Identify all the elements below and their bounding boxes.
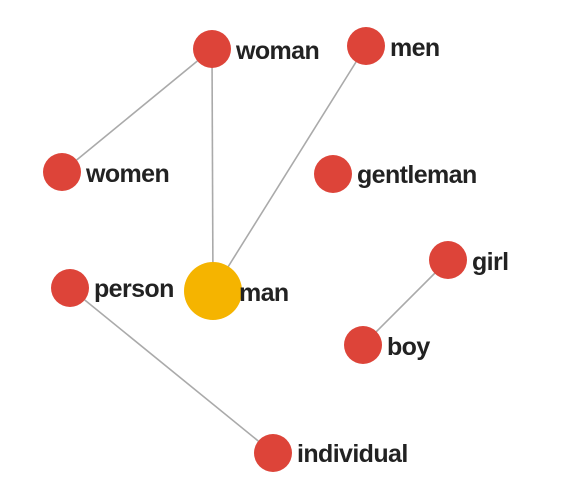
node-circle-woman[interactable] — [193, 30, 231, 68]
node-label-boy: boy — [387, 333, 430, 361]
node-individual[interactable]: individual — [254, 434, 408, 472]
edge-woman-man — [211, 48, 214, 292]
node-women[interactable]: women — [43, 153, 170, 191]
node-person[interactable]: person — [51, 269, 174, 307]
node-label-men: men — [390, 34, 440, 62]
node-label-gentleman: gentleman — [357, 161, 477, 189]
node-boy[interactable]: boy — [344, 326, 431, 364]
node-label-person: person — [94, 275, 174, 303]
node-label-individual: individual — [297, 440, 408, 468]
node-gentleman[interactable]: gentleman — [314, 155, 477, 193]
node-label-woman: woman — [235, 37, 319, 65]
node-label-man: man — [239, 279, 289, 307]
node-circle-girl[interactable] — [429, 241, 467, 279]
node-circle-gentleman[interactable] — [314, 155, 352, 193]
node-circle-boy[interactable] — [344, 326, 382, 364]
edge-woman-women — [61, 48, 213, 173]
nodes-layer: woman men women gentleman girl person man boy in… — [43, 27, 509, 472]
node-men[interactable]: men — [347, 27, 440, 65]
node-label-girl: girl — [472, 248, 509, 276]
edge-person-individual — [69, 287, 274, 454]
node-label-women: women — [85, 160, 169, 188]
node-girl[interactable]: girl — [429, 241, 509, 279]
node-circle-man[interactable] — [184, 262, 242, 320]
node-man[interactable]: man — [184, 262, 289, 320]
node-circle-person[interactable] — [51, 269, 89, 307]
node-circle-men[interactable] — [347, 27, 385, 65]
edges-layer — [61, 45, 449, 454]
node-woman[interactable]: woman — [193, 30, 320, 68]
node-circle-individual[interactable] — [254, 434, 292, 472]
node-circle-women[interactable] — [43, 153, 81, 191]
edge-girl-boy — [362, 259, 449, 346]
edge-men-man — [212, 45, 367, 292]
